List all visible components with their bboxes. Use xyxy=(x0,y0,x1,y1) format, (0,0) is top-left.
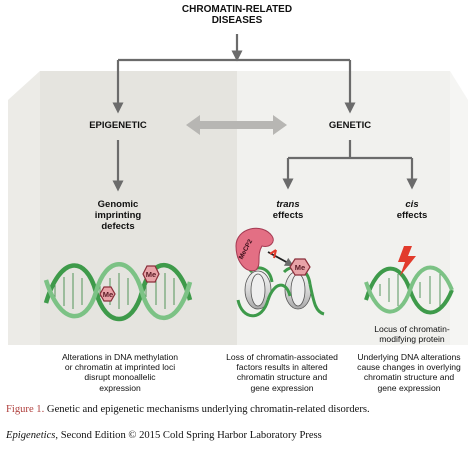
description-epigenetic: Alterations in DNA methylation or chroma… xyxy=(40,352,200,393)
desc-middle-line: factors results in altered xyxy=(236,362,328,373)
lightning-bolt-icon xyxy=(398,246,416,276)
desc-right-line: chromatin structure and xyxy=(363,372,455,383)
description-trans: Loss of chromatin-associated factors res… xyxy=(212,352,352,393)
node-imprinting-line1: Genomic xyxy=(97,199,139,210)
desc-left-line: or chromatin at imprinted loci xyxy=(64,362,176,373)
desc-left-line: expression xyxy=(99,382,141,393)
node-imprinting-line3: defects xyxy=(101,221,135,232)
connector-lines xyxy=(112,34,418,192)
node-trans-effects: trans effects xyxy=(258,199,318,221)
methyl-group-left-1 xyxy=(99,286,116,302)
locus-label: Locus of chromatin- modifying protein xyxy=(364,324,460,344)
dna-helix-right xyxy=(364,265,454,315)
mecp2-protein xyxy=(235,227,274,272)
credit-rest: , Second Edition © 2015 Cold Spring Harb… xyxy=(55,430,322,441)
desc-right-line: cause changes in overlying xyxy=(357,362,461,373)
dna-helix-left xyxy=(43,262,193,322)
locus-line1: Locus of chromatin- xyxy=(374,324,450,334)
desc-middle-line: Loss of chromatin-associated xyxy=(226,352,338,362)
book-title: Epigenetics xyxy=(6,430,56,441)
desc-right-line: gene expression xyxy=(377,382,441,393)
me-label-middle: Me xyxy=(294,263,306,272)
node-genomic-imprinting: Genomic imprinting defects xyxy=(78,199,158,232)
figure-label: Figure 1. xyxy=(6,404,45,415)
node-cis-line1: cis xyxy=(405,199,419,210)
description-cis: Underlying DNA alterations cause changes… xyxy=(346,352,472,393)
node-trans-line1: trans xyxy=(276,199,300,210)
branch-epigenetic: EPIGENETIC xyxy=(89,120,147,131)
node-cis-line2: effects xyxy=(396,210,428,221)
desc-right-line: Underlying DNA alterations xyxy=(357,352,461,362)
locus-line2: modifying protein xyxy=(379,334,445,345)
methyl-group-middle xyxy=(289,258,311,276)
nucleosomes xyxy=(244,270,312,310)
desc-left-line: Alterations in DNA methylation xyxy=(61,352,179,362)
lightning-small-2 xyxy=(273,249,277,259)
desc-middle-line: gene expression xyxy=(250,382,314,393)
node-imprinting-line2: imprinting xyxy=(94,210,142,221)
root-title-line2: DISEASES xyxy=(211,15,263,26)
copyright-credit: Epigenetics, Second Edition © 2015 Cold … xyxy=(6,430,322,441)
desc-left-line: disrupt monoallelic xyxy=(84,372,156,383)
desc-middle-line: chromatin structure and xyxy=(236,372,328,383)
methyl-group-left-2 xyxy=(142,265,160,283)
branch-genetic: GENETIC xyxy=(328,120,372,131)
figure-caption: Figure 1. Genetic and epigenetic mechani… xyxy=(6,404,370,415)
me-label-left-2: Me xyxy=(145,270,157,279)
me-label-left-1: Me xyxy=(102,290,114,299)
node-trans-line2: effects xyxy=(272,210,304,221)
root-title-line1: CHROMATIN-RELATED xyxy=(181,4,293,15)
root-title: CHROMATIN-RELATED DISEASES xyxy=(157,4,317,26)
node-cis-effects: cis effects xyxy=(382,199,442,221)
bidirectional-arrow xyxy=(186,115,287,135)
figure-caption-text: Genetic and epigenetic mechanisms underl… xyxy=(44,404,370,415)
